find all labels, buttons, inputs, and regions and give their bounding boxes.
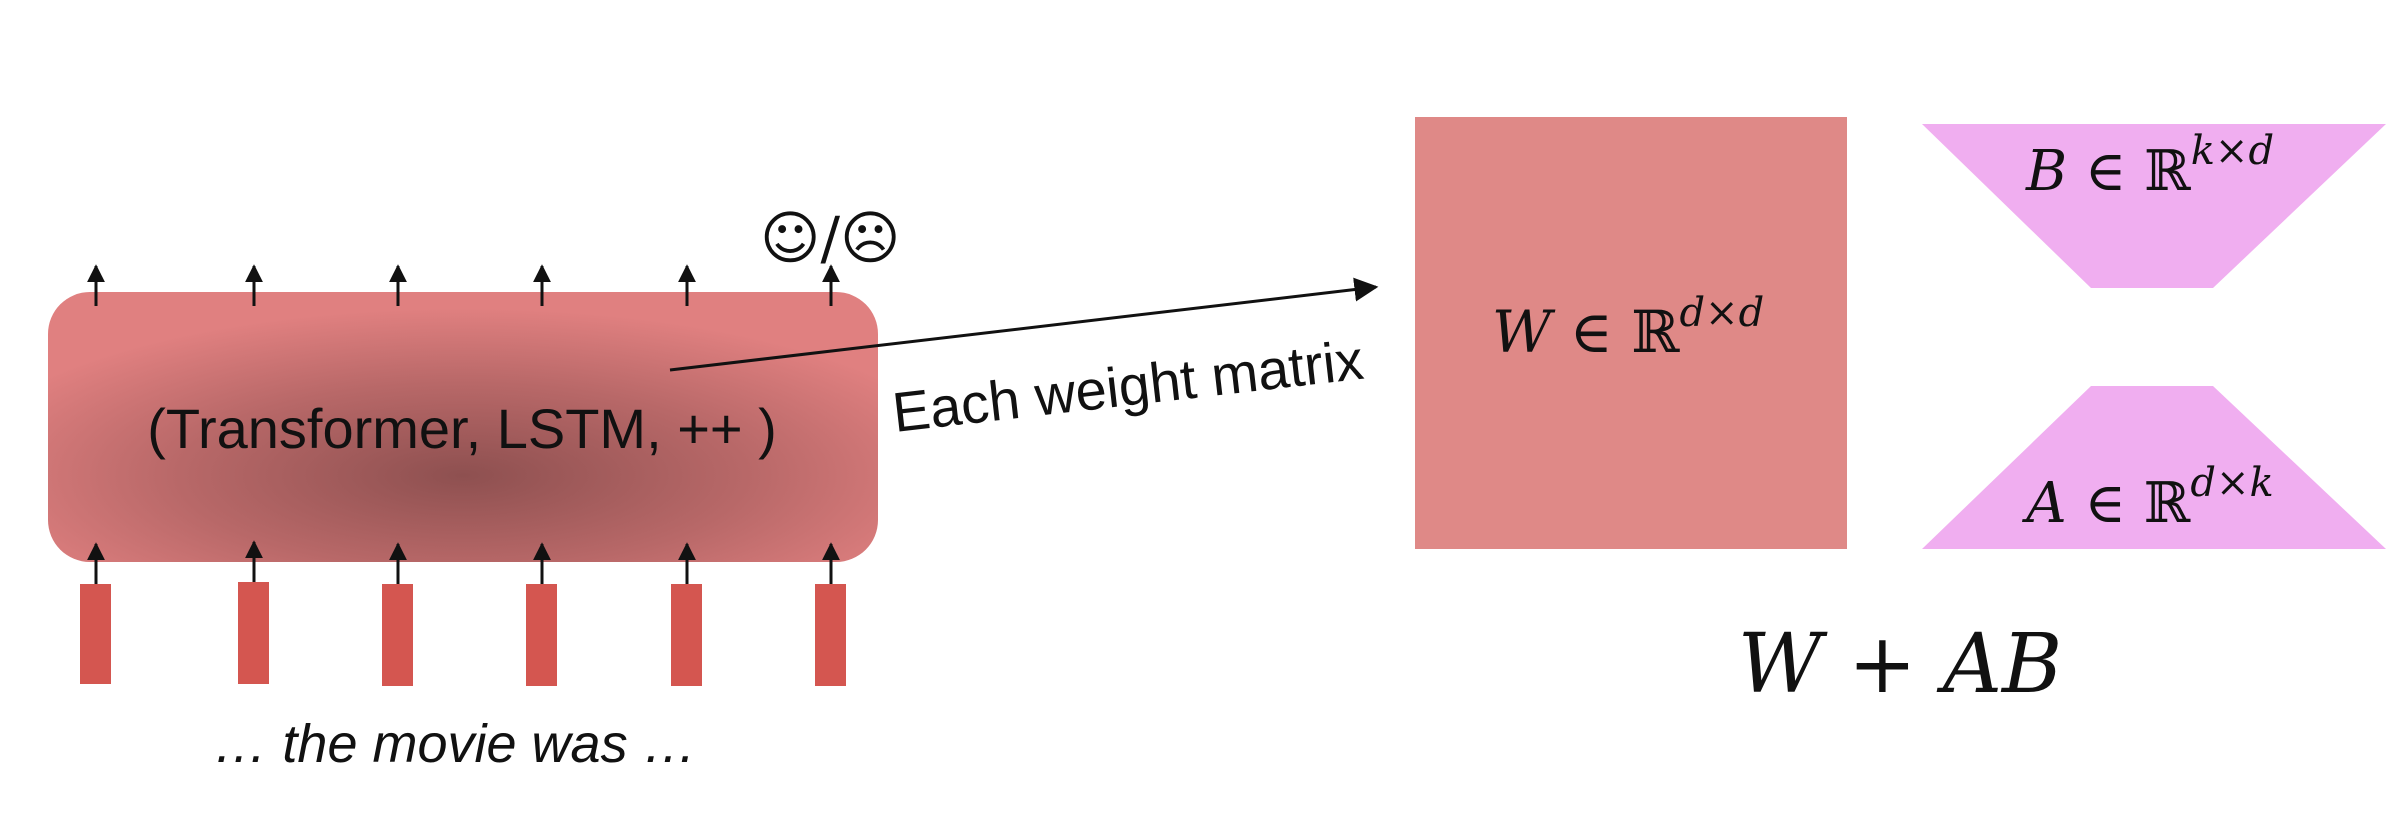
input-caption: … the movie was …: [213, 714, 696, 774]
weight-pointer-arrow: [669, 277, 1379, 372]
input-token: [526, 584, 557, 686]
sentiment-output: ☺/☹: [760, 204, 900, 272]
matrix-a-shape: [1922, 386, 2386, 549]
input-token: [238, 582, 269, 684]
input-tokens: [80, 582, 846, 686]
input-token: [80, 584, 111, 684]
weight-matrix-label: W ∈ ℝd×d: [1492, 290, 1764, 366]
lora-equation: W + AB: [1738, 617, 2063, 712]
input-token: [671, 584, 702, 686]
input-token: [382, 584, 413, 686]
output-arrows: [87, 264, 840, 306]
input-token: [815, 584, 846, 686]
model-box: [48, 292, 878, 562]
matrix-b-label: B ∈ ℝk×d: [2025, 128, 2274, 204]
arrow-label: Each weight matrix: [889, 328, 1366, 444]
input-arrows: [87, 540, 840, 584]
model-label: (Transformer, LSTM, ++ ): [147, 397, 777, 460]
matrix-b-shape: [1922, 124, 2386, 288]
matrix-a-label: A ∈ ℝd×k: [2021, 460, 2273, 536]
weight-matrix-box: [1415, 117, 1847, 549]
